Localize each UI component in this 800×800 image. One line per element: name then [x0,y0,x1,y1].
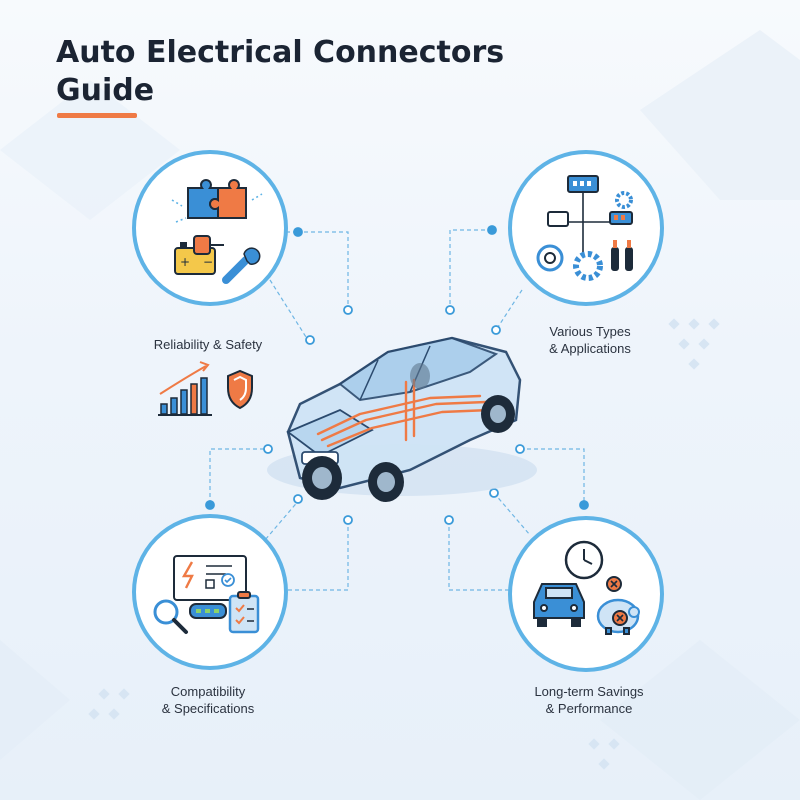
page-title: Auto Electrical Connectors Guide [56,34,504,110]
label-types-line-1: Various Types [549,324,631,339]
connector-dot [205,500,215,510]
topic-circle-types [508,150,664,306]
connector-dot [293,494,303,504]
car-clock-piggybank-icon [533,540,640,635]
connector-line-tr-b [497,289,523,328]
label-savings-line-1: Long-term Savings [534,684,644,699]
connector-dot [579,500,589,510]
schematic-magnifier-checklist-icon [153,555,260,634]
svg-text:+: + [180,255,190,269]
topic-circle-savings [508,516,664,672]
connector-line-br-b [448,492,531,591]
connector-dot [491,325,501,335]
connector-dot [487,225,497,235]
connector-dot [515,444,525,454]
car-wiring-icon [267,336,537,502]
label-savings: Long-term Savings & Performance [514,683,664,717]
connector-dot [444,515,454,525]
label-reliability: Reliability & Safety [128,336,288,353]
connector-dot [489,488,499,498]
connector-dot [343,305,353,315]
title-underline [57,113,137,118]
connector-line-tl-a [286,231,349,305]
connector-line-tr-a [449,229,492,305]
connector-line-br-a [520,448,585,508]
connector-dot [263,444,273,454]
label-reliability-line-1: Reliability & Safety [153,337,263,352]
label-compatibility-line-2: & Specifications [161,701,255,716]
connector-types-gears-icon [536,175,633,281]
car-wheels [302,363,515,502]
svg-text:−: − [203,255,213,269]
topic-circle-reliability: + − [132,150,288,306]
title-line-2: Guide [56,73,155,108]
label-types: Various Types & Applications [520,323,660,357]
connector-dot [343,515,353,525]
connector-dot [445,305,455,315]
label-savings-line-2: & Performance [545,701,633,716]
title-line-1: Auto Electrical Connectors [56,35,505,70]
puzzle-battery-wrench-icon: + − [171,179,263,284]
label-compatibility: Compatibility & Specifications [138,683,278,717]
connector-dot [305,335,315,345]
connector-line-bl-b [286,520,349,591]
connector-lines [209,229,585,591]
connector-dot [293,227,303,237]
connector-dots [205,225,589,525]
topic-circle-compatibility [132,514,288,670]
connector-line-bl-a [209,448,301,541]
growth-chart-shield-icon [158,361,253,416]
label-types-line-2: & Applications [549,341,631,356]
label-compatibility-line-1: Compatibility [170,684,246,699]
connector-line-tl-b [269,279,307,338]
